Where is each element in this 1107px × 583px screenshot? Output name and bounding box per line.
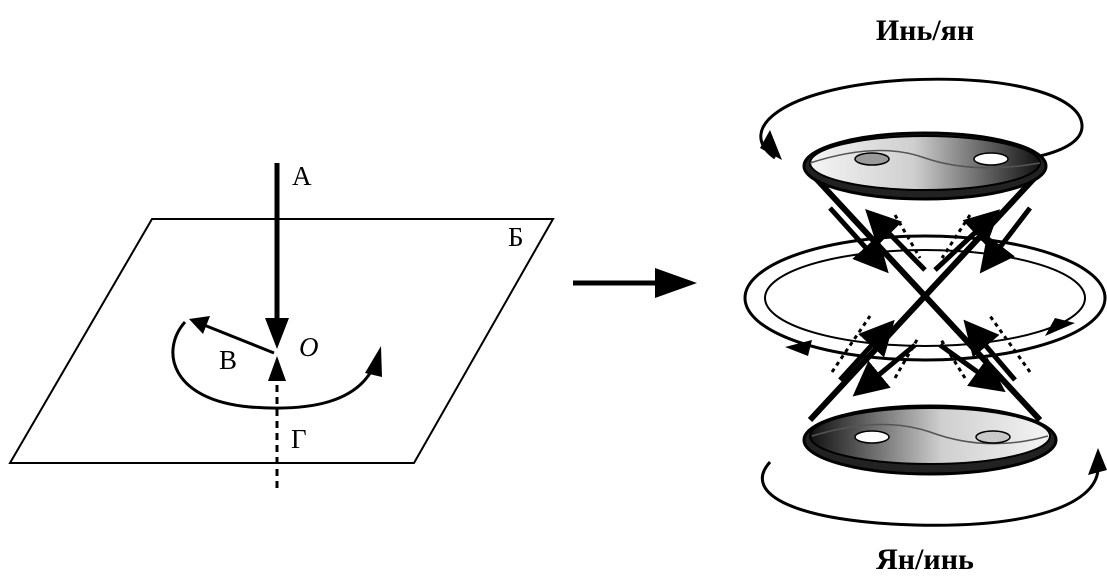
middle-ring-outer [743,234,1107,362]
plane-b [8,218,555,464]
middle-ring-inner [764,249,1086,347]
left-diagram: А Б В O Г [8,161,555,488]
vector-g-arrowhead [268,356,286,381]
top-rotation-arc [759,77,1084,160]
rotation-arc [171,321,374,410]
right-diagram: Инь/ян Ян/инь [743,14,1107,576]
label-g: Г [291,424,307,454]
title-top: Инь/ян [876,14,974,47]
vector-v-line [203,323,275,355]
label-v: В [219,345,237,375]
rotation-arrowhead [365,346,382,377]
vector-a-arrowhead [265,318,289,349]
vector-v-arrowhead [189,316,210,334]
label-b: Б [508,222,524,252]
cone-arrows-solid [828,206,1032,397]
middle-ring-arrowhead-right [1045,318,1075,336]
bottom-rotation-arc [760,460,1100,527]
label-o: O [299,332,319,362]
title-bottom: Ян/инь [876,543,974,576]
cone-lines [807,169,1043,423]
bottom-yin-yang-disk [802,404,1058,476]
cone-lines-dotted [830,214,1032,379]
bottom-rotation-arrowhead [1088,448,1107,475]
transition-arrow [573,268,697,298]
top-rotation-arrowhead [760,130,782,160]
top-yin-yang-disk [802,131,1048,201]
label-a: А [292,161,312,191]
middle-ring-arrowhead-left [785,340,812,356]
